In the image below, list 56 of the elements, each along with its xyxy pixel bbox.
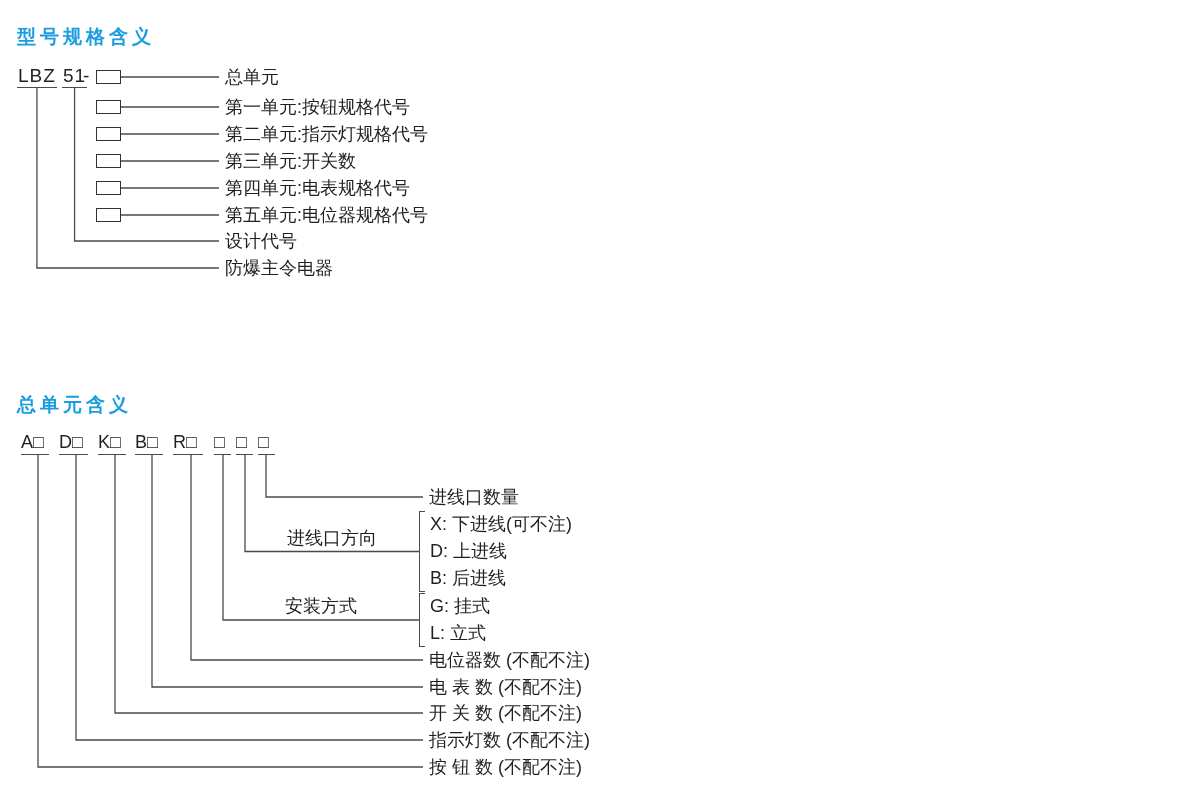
code-segment: A□ bbox=[21, 433, 49, 455]
edge-label: 安装方式 bbox=[283, 596, 359, 616]
leader-line bbox=[120, 133, 220, 135]
leader-line bbox=[151, 454, 424, 688]
explanation-text: 进线口数量 bbox=[423, 487, 519, 507]
leader-line bbox=[120, 187, 220, 189]
code-segment: B□ bbox=[135, 433, 163, 455]
code-segment: □ bbox=[258, 433, 275, 455]
leader-line bbox=[190, 454, 424, 661]
explanation-text: 设计代号 bbox=[219, 231, 297, 251]
leader-line bbox=[120, 160, 220, 162]
explanation-text: 电位器数 (不配不注) bbox=[423, 650, 590, 670]
code-segment: □ bbox=[214, 433, 231, 455]
code-segment: R□ bbox=[173, 433, 203, 455]
placeholder-box bbox=[96, 127, 121, 141]
code-hyphen: - bbox=[83, 66, 90, 85]
leader-line bbox=[114, 454, 424, 714]
code-segment: K□ bbox=[98, 433, 126, 455]
explanation-text: 第四单元:电表规格代号 bbox=[219, 178, 410, 198]
explanation-text: 第二单元:指示灯规格代号 bbox=[219, 124, 428, 144]
explanation-text: 指示灯数 (不配不注) bbox=[423, 730, 590, 750]
section-heading: 型号规格含义 bbox=[17, 26, 155, 48]
explanation-text: 总单元 bbox=[219, 67, 279, 87]
placeholder-box bbox=[96, 70, 121, 84]
code-segment: D□ bbox=[59, 433, 88, 455]
leader-line bbox=[120, 106, 220, 108]
option-text: D: 上进线 bbox=[430, 540, 508, 563]
leader-line bbox=[73, 87, 220, 242]
section-heading: 总单元含义 bbox=[17, 394, 132, 416]
leader-line bbox=[222, 454, 420, 621]
option-text: L: 立式 bbox=[430, 622, 487, 645]
explanation-text: 开 关 数 (不配不注) bbox=[423, 703, 582, 723]
explanation-text: 第三单元:开关数 bbox=[219, 151, 356, 171]
placeholder-box bbox=[96, 208, 121, 222]
option-text: X: 下进线(可不注) bbox=[430, 513, 572, 536]
explanation-text: 防爆主令电器 bbox=[219, 258, 333, 278]
bracketed-option-list bbox=[419, 593, 490, 647]
option-text: B: 后进线 bbox=[430, 567, 507, 590]
placeholder-box bbox=[96, 181, 121, 195]
placeholder-box bbox=[96, 100, 121, 114]
leader-line bbox=[265, 454, 424, 498]
code-segment: LBZ bbox=[17, 66, 57, 88]
placeholder-box bbox=[96, 154, 121, 168]
option-text: G: 挂式 bbox=[430, 595, 490, 618]
leader-line bbox=[244, 454, 420, 553]
leader-line bbox=[120, 214, 220, 216]
explanation-text: 第五单元:电位器规格代号 bbox=[219, 205, 428, 225]
explanation-text: 按 钮 数 (不配不注) bbox=[423, 757, 582, 777]
explanation-text: 电 表 数 (不配不注) bbox=[423, 677, 582, 697]
bracketed-option-list bbox=[419, 511, 572, 592]
code-segment: □ bbox=[236, 433, 253, 455]
leader-line bbox=[36, 87, 220, 269]
explanation-text: 第一单元:按钮规格代号 bbox=[219, 97, 410, 117]
leader-line bbox=[120, 76, 220, 78]
leader-line bbox=[75, 454, 424, 741]
leader-line bbox=[37, 454, 424, 768]
